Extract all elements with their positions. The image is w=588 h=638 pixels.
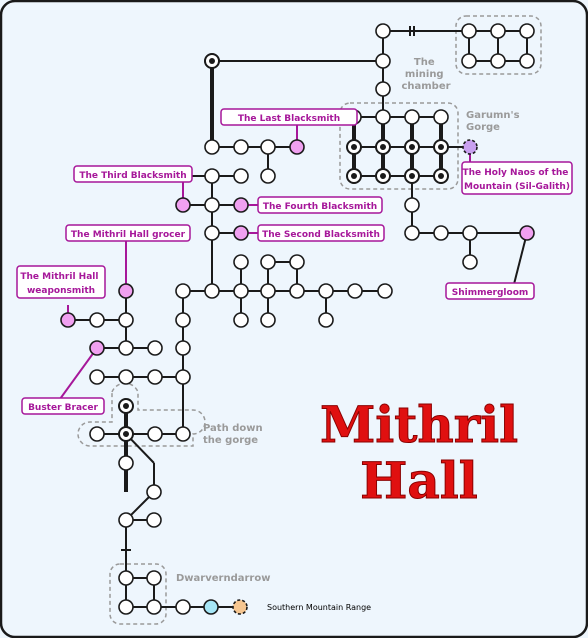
room[interactable] — [147, 426, 163, 442]
shop-room-holy-naos[interactable] — [462, 139, 478, 155]
shop-label-grocer: The Mithril Hall grocer — [71, 230, 186, 240]
room[interactable] — [347, 283, 363, 299]
shop-label-holy-naos: The Holy Naos of the Mountain (Sil-Galit… — [462, 168, 571, 192]
room[interactable] — [204, 225, 220, 241]
shop-room-second-blacksmith[interactable] — [233, 225, 249, 241]
room[interactable] — [433, 109, 449, 125]
map-title-line2: Hall — [360, 451, 478, 510]
room[interactable] — [318, 312, 334, 328]
room[interactable] — [233, 312, 249, 328]
room[interactable] — [260, 139, 276, 155]
room[interactable] — [519, 53, 535, 69]
room[interactable] — [146, 570, 162, 586]
room[interactable] — [118, 599, 134, 615]
map-title-line1: Mithril — [320, 395, 518, 454]
shop-rooms — [60, 139, 535, 356]
room[interactable] — [377, 283, 393, 299]
room[interactable] — [260, 283, 276, 299]
room[interactable] — [289, 254, 305, 270]
shop-room-third-blacksmith[interactable] — [175, 197, 191, 213]
room[interactable] — [204, 168, 220, 184]
room[interactable] — [89, 426, 105, 442]
room[interactable] — [433, 225, 449, 241]
room[interactable] — [89, 369, 105, 385]
room[interactable] — [404, 197, 420, 213]
room[interactable] — [462, 225, 478, 241]
room[interactable] — [375, 53, 391, 69]
room[interactable] — [233, 168, 249, 184]
room[interactable] — [175, 340, 191, 356]
area-label-garumns-gorge: Garumn's Gorge — [466, 110, 523, 133]
shop-label-weaponsmith: The Mithril Hall weaponsmith — [20, 272, 101, 296]
shop-room-buster-bracer[interactable] — [89, 340, 105, 356]
room[interactable] — [146, 484, 162, 500]
shop-label-shimmergloom: Shimmergloom — [452, 288, 529, 298]
area-label-mining-chamber: The mining chamber — [401, 57, 450, 92]
shop-room-last-blacksmith[interactable] — [289, 139, 305, 155]
room[interactable] — [375, 23, 391, 39]
room[interactable] — [462, 254, 478, 270]
room[interactable] — [375, 109, 391, 125]
room-dots — [123, 58, 444, 437]
room[interactable] — [175, 599, 191, 615]
room[interactable] — [490, 23, 506, 39]
exit-room[interactable] — [232, 599, 248, 615]
shop-label-last-blacksmith: The Last Blacksmith — [238, 114, 340, 124]
shop-label-fourth-blacksmith: The Fourth Blacksmith — [263, 202, 377, 212]
room[interactable] — [260, 254, 276, 270]
shop-label-third-blacksmith: The Third Blacksmith — [79, 171, 186, 181]
room[interactable] — [490, 53, 506, 69]
room[interactable] — [175, 283, 191, 299]
room[interactable] — [404, 109, 420, 125]
room[interactable] — [260, 168, 276, 184]
room[interactable] — [175, 369, 191, 385]
room[interactable] — [519, 23, 535, 39]
room[interactable] — [146, 599, 162, 615]
room[interactable] — [118, 369, 134, 385]
room[interactable] — [461, 23, 477, 39]
dwarverndarrow-outline — [109, 563, 167, 625]
room[interactable] — [318, 283, 334, 299]
room[interactable] — [375, 81, 391, 97]
room[interactable] — [204, 197, 220, 213]
room[interactable] — [404, 225, 420, 241]
room[interactable] — [260, 312, 276, 328]
room[interactable] — [204, 283, 220, 299]
area-label-path-down: Path down the gorge — [203, 423, 266, 446]
room[interactable] — [175, 426, 191, 442]
room[interactable] — [204, 139, 220, 155]
room[interactable] — [118, 455, 134, 471]
room[interactable] — [233, 283, 249, 299]
shop-label-buster-bracer: Buster Bracer — [28, 403, 98, 413]
garumns-gorge-outline — [339, 102, 459, 190]
shop-room-grocer[interactable] — [118, 283, 134, 299]
shop-room-weaponsmith[interactable] — [60, 312, 76, 328]
room[interactable] — [118, 340, 134, 356]
room[interactable] — [147, 340, 163, 356]
shop-room-fourth-blacksmith[interactable] — [233, 197, 249, 213]
room[interactable] — [118, 512, 134, 528]
room[interactable] — [118, 570, 134, 586]
area-label-dwarverndarrow: Dwarverndarrow — [176, 573, 270, 584]
room[interactable] — [461, 53, 477, 69]
room[interactable] — [233, 139, 249, 155]
room[interactable] — [147, 369, 163, 385]
door-marks — [121, 26, 415, 551]
mining-chamber-outline — [455, 15, 542, 75]
room[interactable] — [175, 312, 191, 328]
room[interactable] — [89, 312, 105, 328]
shop-label-second-blacksmith: The Second Blacksmith — [262, 230, 380, 240]
room[interactable] — [233, 254, 249, 270]
entrance-room[interactable] — [203, 599, 219, 615]
exit-label: Southern Mountain Range — [267, 603, 371, 612]
room[interactable] — [146, 512, 162, 528]
room[interactable] — [118, 312, 134, 328]
shop-labels — [16, 108, 573, 415]
path-down-outline — [77, 382, 206, 447]
room[interactable] — [289, 283, 305, 299]
shop-room-shimmergloom[interactable] — [519, 225, 535, 241]
rooms — [89, 23, 535, 615]
